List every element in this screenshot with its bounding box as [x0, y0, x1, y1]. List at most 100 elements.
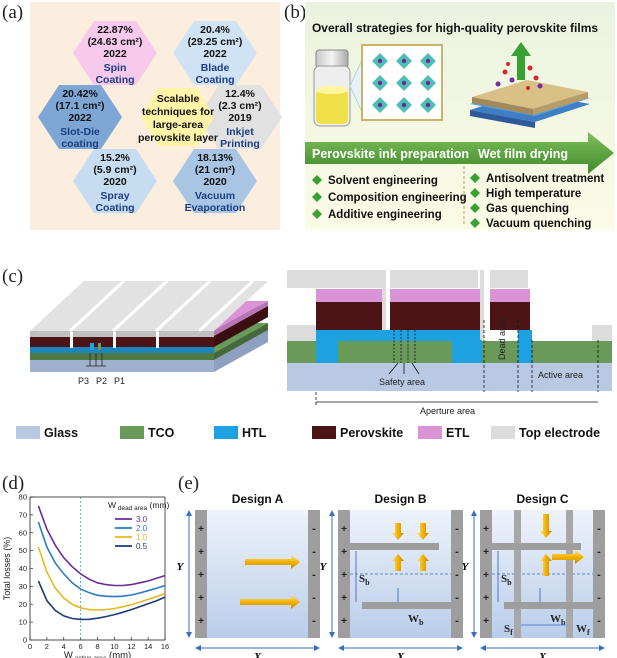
hex-area: (21 cm²) [195, 164, 235, 176]
minus-sign: - [597, 523, 601, 535]
minus-sign: - [312, 615, 316, 627]
minus-sign: - [597, 615, 601, 627]
bullet-icon [312, 175, 322, 185]
current-arrow [392, 554, 404, 571]
y-label: Y [320, 561, 328, 573]
right-busbar [308, 510, 320, 638]
drying-item: Antisolvent treatment [486, 173, 604, 185]
x-tick-label: 16 [161, 642, 169, 651]
legend-value: 2.0 [136, 524, 148, 533]
sb-label: Sb [359, 573, 370, 587]
ink-item: Solvent engineering [328, 175, 438, 187]
center-line-2: techniques for [142, 106, 214, 118]
y-tick-label: 80 [19, 493, 27, 502]
y-tick-label: 60 [19, 528, 27, 537]
hex-method-line1: Slot-Die [60, 126, 100, 138]
x-axis-label: W active area (mm) [64, 650, 131, 658]
wb-label: Wb [408, 613, 424, 627]
plus-sign: + [341, 570, 347, 581]
minus-sign: - [312, 569, 316, 581]
y-tick-label: 30 [19, 582, 27, 591]
hex-method-line1: Spin [104, 62, 127, 74]
x-label: X [538, 651, 547, 658]
legend-swatch [491, 426, 515, 439]
current-arrow [540, 554, 552, 576]
minus-sign: - [312, 546, 316, 558]
hex-area: (29.25 cm²) [188, 36, 243, 48]
left-busbar [480, 510, 492, 638]
p1-label: P1 [114, 376, 125, 386]
hex-year: 2022 [103, 48, 127, 60]
hex-year: 2022 [203, 48, 227, 60]
plus-sign: + [483, 593, 489, 604]
legend-label: ETL [446, 426, 470, 440]
bullet-icon [312, 209, 322, 219]
wf-label: Wf [576, 623, 590, 637]
design-title: Design A [232, 492, 284, 506]
design-title: Design C [516, 492, 568, 506]
finger-vertical-2 [566, 510, 573, 638]
hex-method-line1: Vacuum [195, 190, 235, 202]
legend-label: Perovskite [340, 426, 403, 440]
center-line-1: Scalable [157, 93, 200, 105]
hex-area: (2.3 cm²) [218, 100, 261, 112]
plus-sign: + [483, 547, 489, 558]
legend-value: 1.0 [136, 533, 148, 542]
legend-swatch [312, 426, 336, 439]
p2-label: P2 [96, 376, 107, 386]
series-0.5 [37, 580, 166, 621]
current-arrow [240, 595, 300, 609]
hex-efficiency: 22.87% [97, 24, 133, 36]
minus-sign: - [455, 546, 459, 558]
minus-sign: - [312, 592, 316, 604]
module-cross-section: Safety area Dead area Active area Apertu… [287, 270, 612, 416]
current-arrow [552, 550, 584, 564]
drying-item: High temperature [486, 188, 581, 200]
plus-sign: + [341, 547, 347, 558]
ink-item: Additive engineering [328, 209, 442, 221]
perovskite-ink-vial [313, 49, 351, 127]
hex-year: 2022 [68, 112, 92, 124]
safety-area-label: Safety area [379, 377, 425, 387]
legend-swatch [120, 426, 144, 439]
center-line-3: large-area [153, 119, 203, 131]
minus-sign: - [312, 523, 316, 535]
hex-year: 2019 [228, 112, 252, 124]
x-tick-label: 14 [144, 642, 152, 651]
hex-year: 2020 [103, 176, 127, 188]
panel-b-title: Overall strategies for high-quality pero… [312, 21, 598, 35]
hex-efficiency: 20.4% [200, 24, 230, 36]
current-arrow [245, 555, 300, 569]
minus-sign: - [597, 592, 601, 604]
plus-sign: + [341, 593, 347, 604]
bullet-icon [470, 218, 480, 228]
panel-label-c: (c) [2, 266, 23, 287]
panel-label-a: (a) [2, 2, 23, 23]
hex-efficiency: 15.2% [100, 152, 130, 164]
panel-label-b: (b) [284, 2, 306, 23]
hex-method-line2: coating [61, 138, 98, 150]
x-tick-label: 8 [95, 642, 99, 651]
minus-sign: - [597, 569, 601, 581]
y-tick-label: 20 [19, 600, 27, 609]
legend-label: HTL [242, 426, 267, 440]
legend-value: 0.5 [136, 542, 148, 551]
plus-sign: + [198, 593, 204, 604]
legend-label: TCO [148, 426, 175, 440]
panel-label-e: (e) [178, 473, 199, 494]
x-tick-label: 12 [127, 642, 135, 651]
plus-sign: + [341, 524, 347, 535]
design-title: Design B [374, 492, 426, 506]
x-label: X [396, 651, 405, 658]
